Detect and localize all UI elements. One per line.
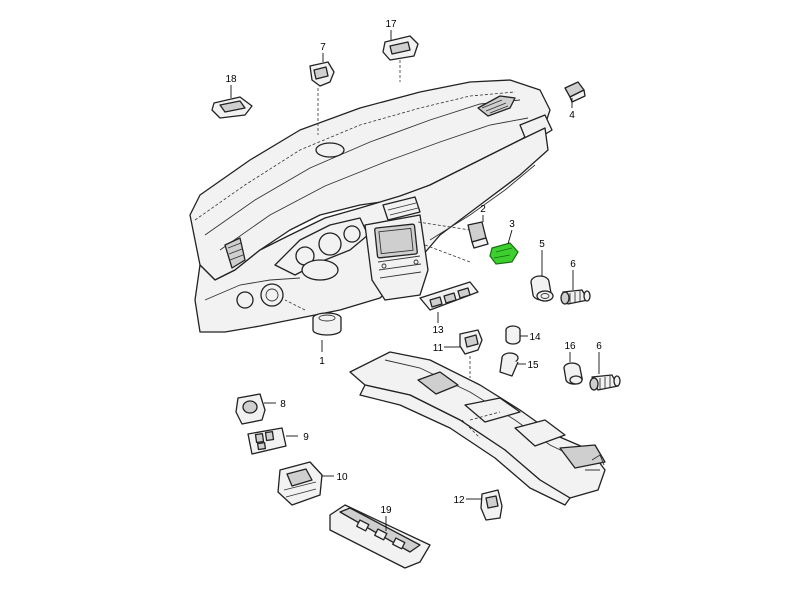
part-11-connector[interactable]: 11: [433, 329, 483, 378]
callout-9: 9: [303, 432, 309, 443]
callout-19: 19: [380, 505, 392, 516]
callout-5: 5: [539, 239, 545, 250]
callout-12: 12: [453, 495, 465, 506]
part-18-speaker-cover[interactable]: 18: [211, 74, 253, 119]
callout-16: 16: [564, 341, 576, 352]
part-7-bracket[interactable]: 7: [309, 42, 335, 135]
part-3-highlighted-switch[interactable]: 3: [489, 219, 519, 265]
callout-3: 3: [509, 219, 515, 230]
callout-7: 7: [320, 42, 326, 53]
callout-6b: 6: [596, 341, 602, 352]
part-4-sensor[interactable]: 4: [564, 81, 586, 121]
part-10-control-module[interactable]: 10: [277, 461, 348, 506]
callout-11: 11: [433, 343, 444, 354]
callout-10: 10: [336, 472, 348, 483]
part-13-switch-strip[interactable]: 13: [419, 281, 479, 336]
part-19-window-switch-panel[interactable]: 19: [329, 504, 431, 569]
callout-6a: 6: [570, 259, 576, 270]
callout-4: 4: [569, 110, 575, 121]
part-8-switch[interactable]: 8: [235, 393, 286, 425]
callout-18: 18: [225, 74, 237, 85]
center-console: [349, 351, 606, 506]
dashboard-assembly: [189, 79, 553, 333]
part-6-lighter-lower[interactable]: 6: [589, 341, 621, 391]
callout-14: 14: [529, 332, 541, 343]
callout-2: 2: [480, 204, 486, 215]
part-12-connector[interactable]: 12: [453, 489, 503, 521]
part-15-socket[interactable]: 15: [499, 352, 539, 377]
callout-15: 15: [527, 360, 539, 371]
part-5-socket[interactable]: 5: [530, 239, 554, 302]
part-2-switch[interactable]: 2: [467, 204, 489, 249]
part-1-light-switch[interactable]: 1: [284, 299, 342, 367]
part-9-switch-panel[interactable]: 9: [247, 427, 309, 455]
callout-1: 1: [319, 356, 325, 367]
callout-8: 8: [280, 399, 286, 410]
part-6-lighter-upper[interactable]: 6: [560, 259, 591, 305]
part-14-socket[interactable]: 14: [505, 325, 541, 345]
callout-17: 17: [385, 19, 397, 30]
part-16-socket[interactable]: 16: [563, 341, 583, 385]
callout-13: 13: [432, 325, 444, 336]
part-17-bracket[interactable]: 17: [382, 19, 419, 82]
